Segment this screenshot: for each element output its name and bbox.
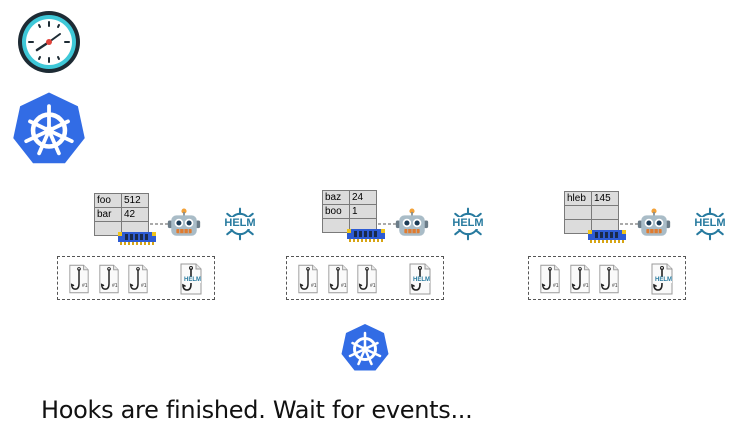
table-cell-value: 42 bbox=[121, 207, 149, 222]
hook-file-icon bbox=[598, 264, 620, 294]
table-cell-value: 1 bbox=[349, 204, 377, 219]
dashed-connector bbox=[150, 223, 172, 225]
hook-label: #1 bbox=[370, 283, 376, 289]
hook-label: #1 bbox=[141, 283, 147, 289]
dashed-connector bbox=[378, 223, 400, 225]
robot-icon bbox=[637, 207, 671, 239]
table-cell-value bbox=[591, 205, 619, 220]
memory-chip-icon bbox=[346, 227, 386, 243]
hook-file-icon bbox=[356, 264, 378, 294]
table-cell-key: baz bbox=[322, 190, 350, 205]
helm-file-label: HELM bbox=[413, 277, 430, 283]
hook-label: #1 bbox=[311, 283, 317, 289]
hook-label: #1 bbox=[553, 283, 559, 289]
helm-logo: HELM bbox=[222, 207, 258, 241]
kubernetes-icon bbox=[339, 323, 391, 373]
hook-label: #1 bbox=[583, 283, 589, 289]
hook-file-icon bbox=[327, 264, 349, 294]
table-cell-key: hleb bbox=[564, 191, 592, 206]
hook-label: #1 bbox=[612, 283, 618, 289]
helm-text: HELM bbox=[450, 217, 486, 229]
hook-label: #1 bbox=[112, 283, 118, 289]
table-cell-value: 24 bbox=[349, 190, 377, 205]
helm-logo: HELM bbox=[450, 207, 486, 241]
table-cell-key: foo bbox=[94, 193, 122, 208]
table-cell-key: boo bbox=[322, 204, 350, 219]
hooks-group bbox=[57, 256, 215, 300]
hooks-group bbox=[528, 256, 686, 300]
table-cell-key bbox=[564, 205, 592, 220]
helm-logo: HELM bbox=[692, 207, 728, 241]
table-row bbox=[564, 205, 619, 220]
helm-file-label: HELM bbox=[655, 277, 672, 283]
clock-icon bbox=[18, 11, 80, 73]
robot-icon bbox=[395, 207, 429, 239]
hook-file-icon bbox=[539, 264, 561, 294]
helm-text: HELM bbox=[692, 217, 728, 229]
kubernetes-icon bbox=[10, 91, 88, 167]
hook-file-icon bbox=[297, 264, 319, 294]
helm-file-label: HELM bbox=[184, 277, 201, 283]
table-cell-key: bar bbox=[94, 207, 122, 222]
hooks-group bbox=[286, 256, 444, 300]
hook-label: #1 bbox=[341, 283, 347, 289]
hook-label: #1 bbox=[82, 283, 88, 289]
memory-chip-icon bbox=[587, 228, 627, 244]
table-cell-value: 145 bbox=[591, 191, 619, 206]
hook-file-icon bbox=[98, 264, 120, 294]
memory-chip-icon bbox=[117, 230, 157, 246]
helm-text: HELM bbox=[222, 217, 258, 229]
robot-icon bbox=[167, 207, 201, 239]
hook-file-icon bbox=[68, 264, 90, 294]
hook-file-icon bbox=[127, 264, 149, 294]
dashed-connector bbox=[620, 223, 642, 225]
status-caption: Hooks are finished. Wait for events... bbox=[41, 396, 473, 424]
table-cell-value: 512 bbox=[121, 193, 149, 208]
hook-file-icon bbox=[569, 264, 591, 294]
